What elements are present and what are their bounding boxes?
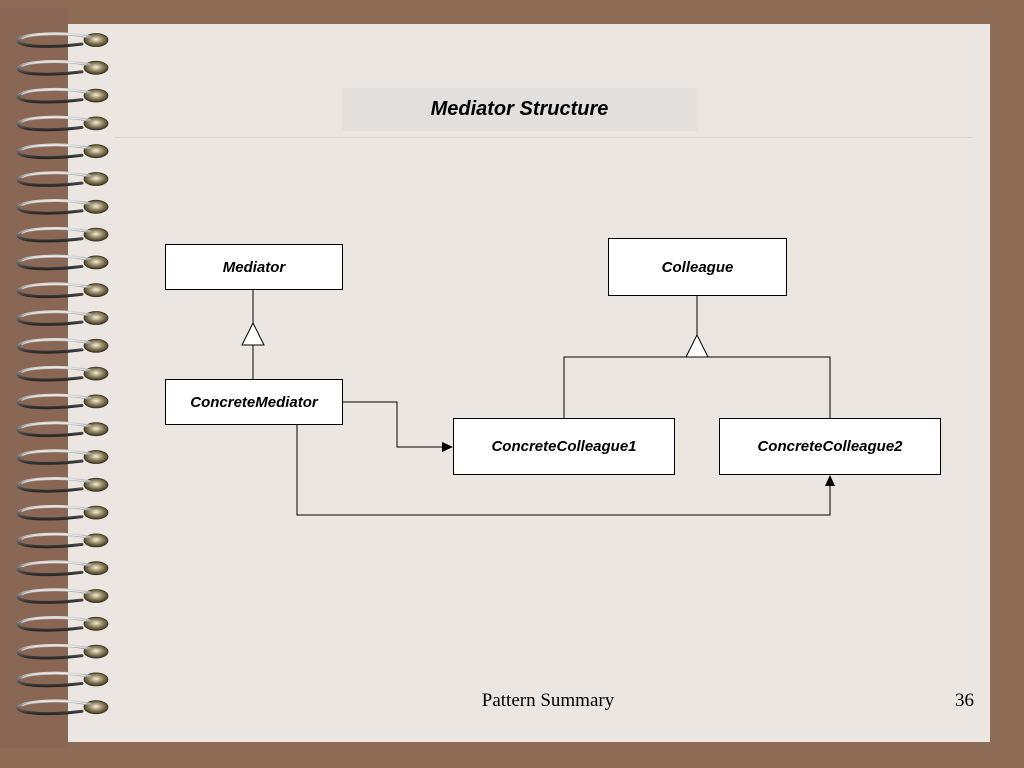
footer-title: Pattern Summary [481,690,615,711]
colleague-class-box: Colleague [608,238,787,296]
association-arrowhead-colleague2 [825,475,835,486]
binding-ring [16,365,109,382]
binding-ring [16,282,109,299]
binding-ring [16,504,109,521]
colleague-inheritance-branches [563,356,831,418]
binding-ring [16,60,109,76]
mediator-inheritance-arrow [241,321,265,346]
binding-ring [16,32,109,48]
concrete-mediator-class-box: ConcreteMediator [165,379,343,425]
binding-ring [16,143,109,160]
concrete-colleague1-class-box: ConcreteColleague1 [453,418,675,475]
binding-strip [0,8,68,748]
binding-ring [16,87,109,104]
slide-title: Mediator Structure [342,88,697,131]
binding-ring [16,699,109,716]
association-arrowhead-colleague1 [442,442,453,452]
colleague-inheritance-arrow [685,333,709,358]
binding-ring [16,532,109,549]
association-line-colleague1 [342,401,442,448]
mediator-class-box: Mediator [165,244,343,290]
binding-ring [16,393,109,410]
binding-ring [16,199,109,215]
binding-ring [16,560,109,577]
page-number: 36 [955,690,974,711]
binding-ring [16,338,109,354]
binding-ring [16,310,109,326]
binding-ring [16,643,109,660]
binding-ring [16,616,109,632]
binding-ring [16,254,109,271]
binding-ring [16,115,109,132]
binding-ring [16,588,109,604]
concrete-colleague2-class-box: ConcreteColleague2 [719,418,941,475]
spiral-binding-icon [16,32,109,716]
binding-ring [16,421,109,438]
binding-ring [16,477,109,493]
binding-ring [16,671,109,688]
binding-ring [16,171,109,187]
title-divider [115,137,972,138]
binding-ring [16,449,109,465]
binding-ring [16,226,109,243]
association-line-colleague2 [296,425,831,516]
